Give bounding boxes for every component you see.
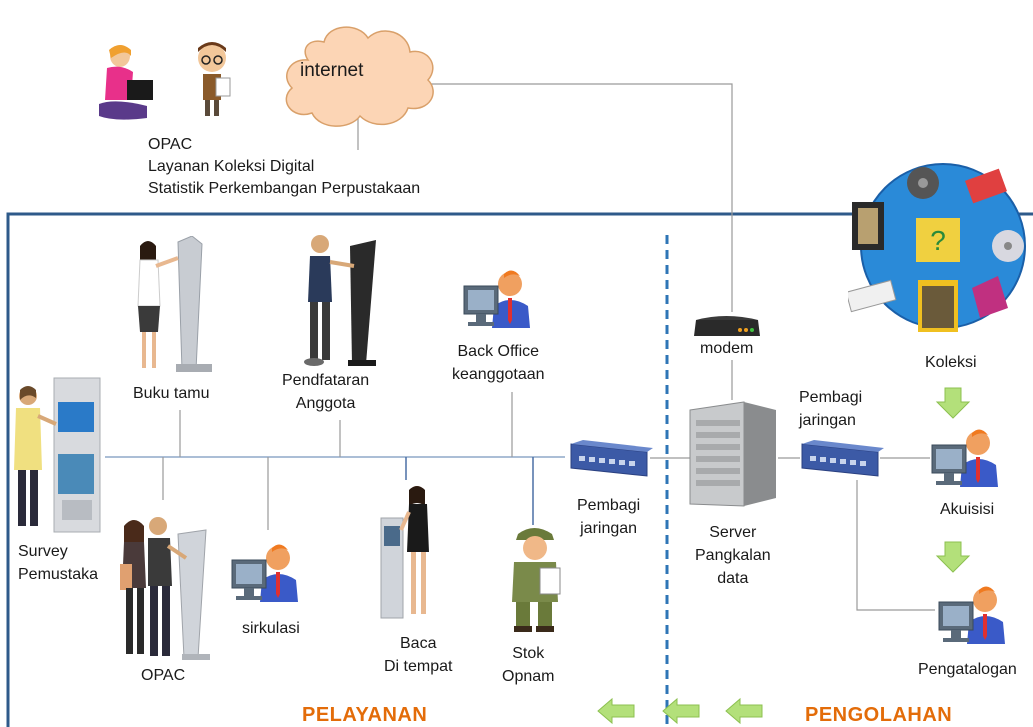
network-frame xyxy=(6,212,1033,727)
buku-tamu-label: Buku tamu xyxy=(133,385,210,402)
network-switch-icon xyxy=(570,440,653,477)
server-label: Server Pangkalan data xyxy=(695,521,771,590)
server-tower-icon xyxy=(689,401,776,507)
external-services-list: OPAC Layanan Koleksi Digital Statistik P… xyxy=(148,134,420,200)
green-arrow-icon xyxy=(935,387,971,419)
baca-label-line1: Baca xyxy=(400,635,437,652)
green-arrow-icon xyxy=(597,697,635,725)
pendaftaran-label: Pendfataran Anggota xyxy=(282,369,369,415)
pembagi-right-label-line1: Pembagi xyxy=(799,389,863,406)
survey-label-line1: Survey xyxy=(18,543,68,560)
baca-label-line2: Di tempat xyxy=(384,658,453,675)
modem-icon xyxy=(694,316,760,336)
green-arrow-icon xyxy=(662,697,700,725)
survey-label: Survey Pemustaka xyxy=(18,540,98,586)
network-switch-icon xyxy=(801,440,884,477)
green-arrow-icon xyxy=(935,541,971,573)
service-statistics: Statistik Perkembangan Perpustakaan xyxy=(148,180,421,197)
switch2-pengatalogan-link xyxy=(856,480,935,611)
back-office-label: Back Office keanggotaan xyxy=(452,340,545,386)
pembagi-left-label: Pembagi jaringan xyxy=(577,494,640,540)
pendaftaran-label-line2: Anggota xyxy=(295,395,356,412)
pelayanan-section-label: PELAYANAN xyxy=(302,704,428,726)
pengolahan-section-label: PENGOLAHAN xyxy=(805,704,953,726)
baca-label: Baca Di tempat xyxy=(384,632,452,678)
office-worker-icon xyxy=(931,429,998,487)
akuisisi-label: Akuisisi xyxy=(940,501,995,518)
stok-label-line2: Opnam xyxy=(502,668,555,685)
media-globe-icon: ? xyxy=(848,163,1026,332)
stok-label-line1: Stok xyxy=(512,645,545,662)
pembagi-right-label-line2: jaringan xyxy=(799,412,856,429)
nerd-reading-icon xyxy=(198,42,231,116)
internet-label: internet xyxy=(300,60,364,81)
kiosk-terminal-icon xyxy=(14,377,101,533)
pembagi-right-label: Pembagi jaringan xyxy=(799,386,862,432)
service-opac: OPAC xyxy=(148,136,193,153)
stok-label: Stok Opnam xyxy=(502,642,554,688)
koleksi-label: Koleksi xyxy=(925,354,977,371)
woman-kiosk-icon xyxy=(137,236,212,372)
internet-cloud-icon xyxy=(285,26,434,127)
server-label-line2: Pangkalan xyxy=(695,547,771,564)
pembagi-left-label-line2: jaringan xyxy=(580,520,638,537)
office-worker-icon xyxy=(938,586,1005,644)
pengatalogan-label: Pengatalogan xyxy=(918,661,1017,678)
survey-label-line2: Pemustaka xyxy=(18,566,99,583)
man-kiosk-icon xyxy=(304,235,376,366)
server-label-line1: Server xyxy=(709,524,757,541)
woman-laptop-icon xyxy=(99,45,153,120)
back-office-label-line1: Back Office xyxy=(457,343,540,360)
back-office-label-line2: keanggotaan xyxy=(452,366,545,383)
pembagi-left-label-line1: Pembagi xyxy=(577,497,641,514)
service-digital-collection: Layanan Koleksi Digital xyxy=(148,158,315,175)
office-worker-icon xyxy=(231,544,298,602)
pendaftaran-label-line1: Pendfataran xyxy=(282,372,370,389)
sirkulasi-label: sirkulasi xyxy=(242,620,300,637)
green-arrow-icon xyxy=(725,697,763,725)
modem-label: modem xyxy=(700,340,754,357)
server-label-line3: data xyxy=(717,570,749,587)
svg-text:?: ? xyxy=(930,225,946,256)
soldier-clipboard-icon xyxy=(512,528,561,632)
couple-kiosk-icon xyxy=(120,517,210,660)
office-worker-icon xyxy=(463,270,530,328)
opac-kiosk-label: OPAC xyxy=(141,667,186,684)
woman-reading-terminal-icon xyxy=(380,486,429,619)
